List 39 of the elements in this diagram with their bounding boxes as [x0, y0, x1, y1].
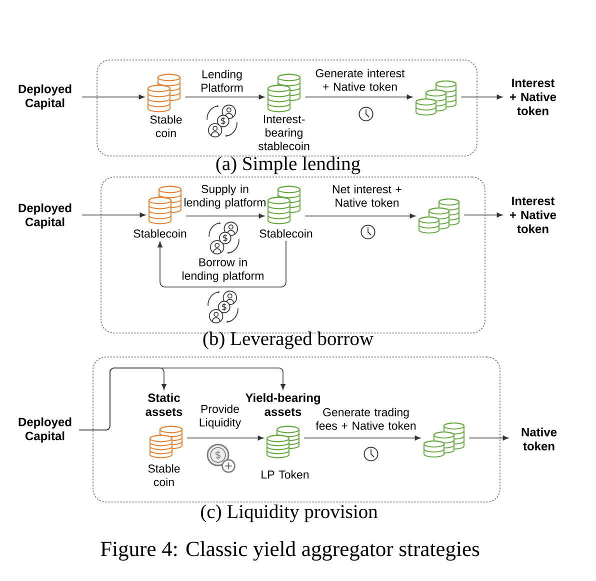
edge-label: Net interest + Native token — [332, 184, 402, 207]
coin-caption: Stable coin — [150, 115, 182, 138]
panel-caption: (b) Leveraged borrow — [203, 331, 374, 350]
output-label: Native token — [522, 428, 557, 450]
edge-label: Borrow in lending platform — [182, 258, 264, 282]
arrow — [158, 240, 286, 288]
edge-label: Generate interest + Native token — [316, 68, 405, 91]
edge-label: Lending Platform — [202, 70, 243, 92]
arrow — [82, 94, 145, 100]
coin-caption: Stablecoin — [134, 229, 186, 238]
coin-caption: Stablecoin — [260, 229, 312, 238]
edge-label: Provide Liquidity — [200, 404, 242, 429]
panel-caption: (a) Simple lending — [216, 156, 360, 174]
input-label: Deployed Capital — [18, 203, 72, 229]
coin-stack-icon — [423, 422, 465, 458]
input-label: Deployed Capital — [18, 417, 72, 443]
panel-caption: (c) Liquidity provision — [201, 504, 378, 522]
arrow — [464, 212, 503, 218]
coin-stack-icon — [418, 198, 460, 234]
output-label: Interest + Native token — [510, 196, 556, 234]
coin-stack-icon — [415, 80, 457, 116]
output-label: Interest + Native token — [510, 78, 556, 116]
arrow — [468, 436, 509, 440]
arrow — [186, 214, 265, 218]
coin-caption: Interest-bearing stablecoin — [258, 115, 310, 150]
arrow — [304, 94, 413, 100]
coin-caption: Stable coin — [148, 464, 180, 486]
arrow — [184, 94, 265, 100]
arrow — [82, 212, 146, 218]
arrow — [78, 368, 286, 430]
arrow — [304, 214, 416, 218]
asset-heading: Static assets — [146, 393, 182, 416]
coin-caption: LP Token — [262, 470, 309, 479]
arrow — [304, 436, 421, 440]
arrow — [186, 436, 264, 440]
edge-label: Supply in lending platform — [184, 184, 266, 209]
figure-caption: Figure 4: Classic yield aggregator strategies — [100, 541, 480, 561]
arrow — [460, 94, 503, 100]
input-label: Deployed Capital — [18, 84, 72, 110]
